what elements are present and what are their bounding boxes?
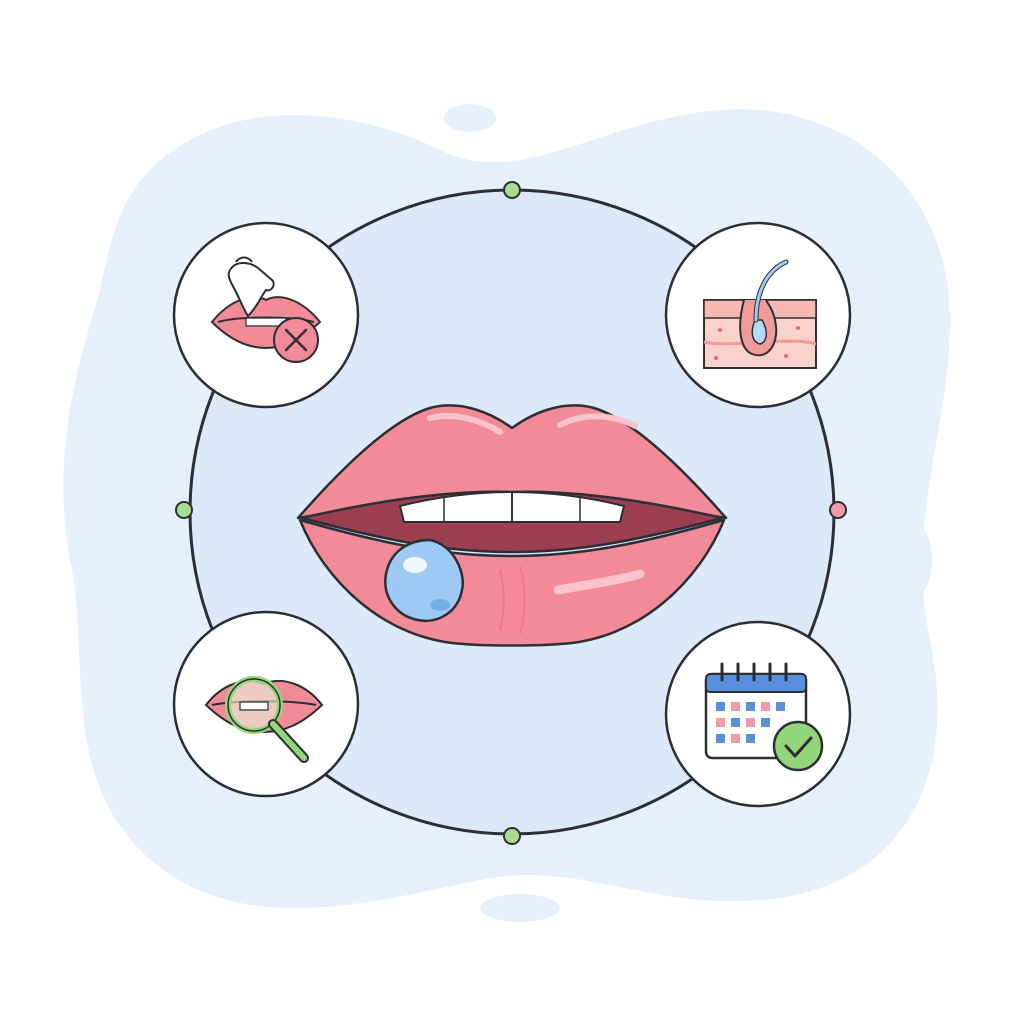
lip-examination-magnifier-icon [172, 610, 360, 798]
calendar-check-icon [664, 620, 852, 808]
node-right [829, 501, 847, 519]
node-left [175, 501, 193, 519]
node-bottom [503, 827, 521, 845]
mucocele-blister-icon [384, 538, 465, 622]
lip-biting-prohibited-icon [172, 221, 360, 409]
lips-with-blister-icon [296, 404, 728, 647]
skin-gland-cross-section-icon [664, 221, 852, 409]
node-top [503, 181, 521, 199]
